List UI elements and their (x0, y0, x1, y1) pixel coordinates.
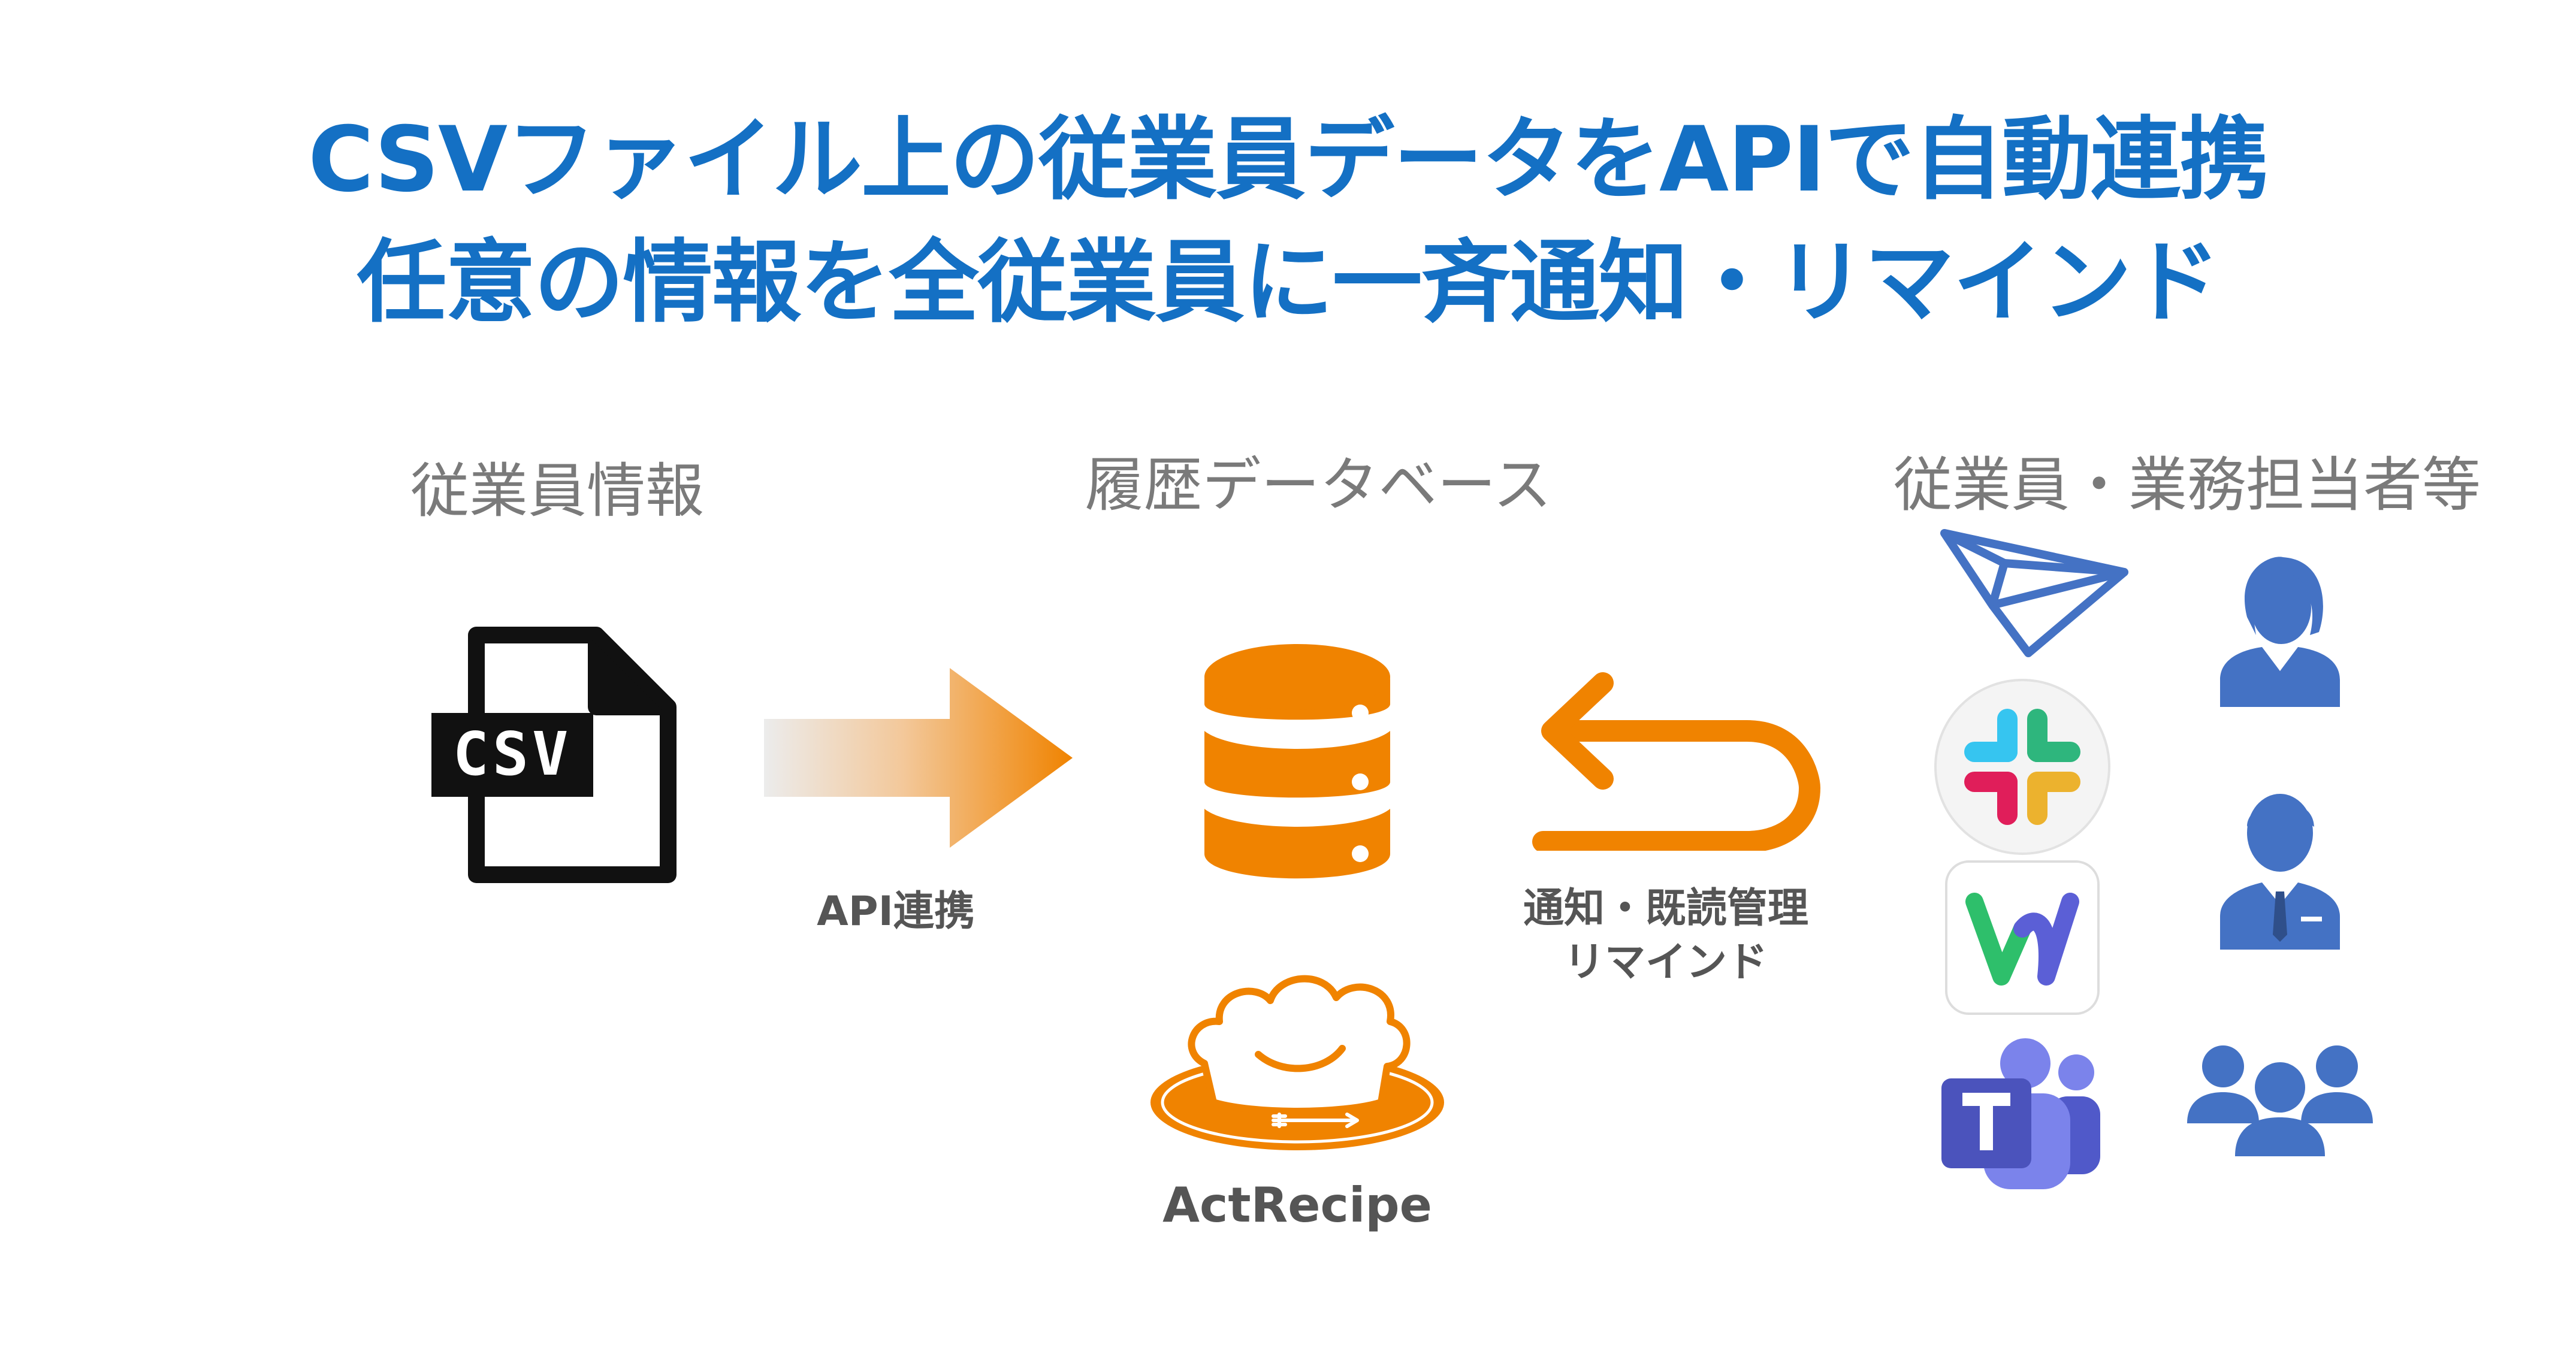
notify-read-label: 通知・既読管理 (1523, 885, 1808, 932)
female-employee-icon (2211, 551, 2349, 713)
slack-icon (1932, 677, 2112, 857)
remind-label: リマインド (1563, 939, 1768, 986)
page-title-line1: CSVファイル上の従業員データをAPIで自動連携 (308, 108, 2269, 212)
database-icon (1198, 635, 1396, 887)
api-arrow (764, 668, 1076, 848)
teams-icon (1935, 1036, 2109, 1192)
group-icon (2187, 1039, 2373, 1159)
male-employee-icon (2211, 785, 2349, 953)
recipients-heading: 従業員・業務担当者等 (1893, 451, 2481, 519)
actrecipe-logo (1144, 962, 1450, 1153)
history-database-heading: 履歴データベース (1085, 451, 1552, 519)
api-link-label: API連携 (817, 888, 975, 935)
actrecipe-wordmark: ActRecipe (1162, 1177, 1432, 1233)
page-title-line2: 任意の情報を全従業員に一斉通知・リマインド (357, 231, 2220, 335)
paper-plane-icon (1938, 527, 2130, 659)
csv-file-icon: CSV (428, 623, 680, 887)
workplace-icon (1944, 860, 2100, 1015)
notify-return-arrow (1525, 671, 1837, 851)
csv-label: CSV (452, 719, 572, 789)
employee-info-heading: 従業員情報 (410, 457, 704, 525)
